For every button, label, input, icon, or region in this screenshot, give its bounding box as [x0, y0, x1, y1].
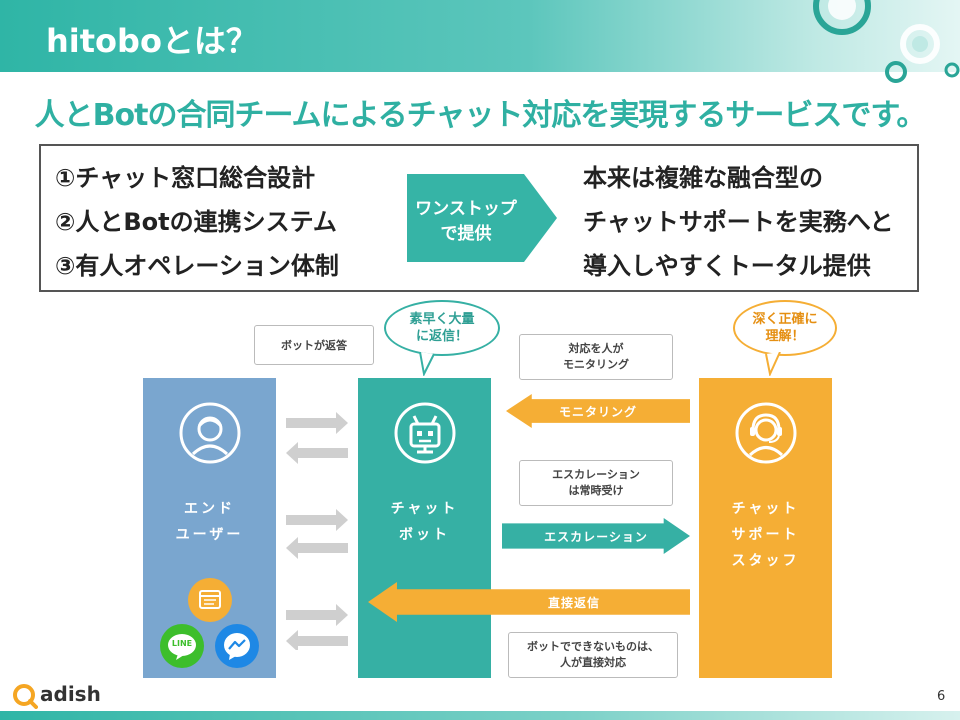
feature-box: ①チャット窓口総合設計 ②人とBotの連携システム ③有人オペレーション体制 ワ… [39, 144, 919, 292]
bot-speech-bubble: 素早く大量 に返信！ [384, 300, 500, 356]
tagline: 人とBotの合同チームによるチャット対応を実現するサービスです。 [34, 98, 927, 133]
staff-bubble-line-2: 理解！ [765, 329, 805, 344]
direct-response-callout: ボットでできないものは、 人が直接対応 [508, 632, 678, 678]
bot-bubble-line-1: 素早く大量 [409, 312, 475, 327]
header-decoration-circles [813, 0, 960, 83]
escalation-callout: エスカレーション は常時受け [519, 460, 673, 506]
header-bar [0, 0, 960, 72]
bot-bubble-line-2: に返信！ [415, 329, 468, 344]
page-title: hitoboとは？ [46, 22, 258, 60]
chatbot-column: チャット ボット [358, 378, 491, 678]
escalation-callout-line-2: は常時受け [568, 484, 624, 497]
monitor-callout-line-1: 対応を人が [568, 342, 624, 355]
result-line-2: チャットサポートを実務へと [583, 208, 894, 236]
monitor-callout: 対応を人が モニタリング [519, 334, 673, 380]
bot-bubble-tail [419, 352, 435, 376]
feature-item-2: ②人とBotの連携システム [55, 208, 337, 236]
one-stop-chevron: ワンストップ で提供 [407, 174, 557, 262]
messenger-icon [215, 624, 259, 668]
end-user-label-2: ユーザー [175, 527, 244, 543]
exchange-arrows [286, 412, 348, 650]
monitoring-arrow-label: モニタリング [558, 405, 637, 419]
line-label: LINE [171, 639, 193, 648]
direct-response-line-1: ボットでできないものは、 [527, 640, 659, 653]
direct-response-line-2: 人が直接対応 [560, 656, 626, 669]
feature-item-3: ③有人オペレーション体制 [55, 252, 339, 280]
end-user-label-1: エンド [184, 501, 235, 517]
footer-bar [0, 711, 960, 720]
headset-operator-icon [735, 402, 797, 464]
chevron-line-2: で提供 [440, 224, 492, 244]
page-number: 6 [937, 689, 946, 704]
chevron-line-1: ワンストップ [415, 199, 517, 219]
staff-speech-bubble: 深く正確に 理解！ [733, 300, 837, 356]
bot-reply-callout: ボットが返答 [254, 325, 374, 365]
result-line-1: 本来は複雑な融合型の [583, 164, 823, 192]
support-staff-column: チャット サポート スタッフ [699, 378, 832, 678]
chatbot-label-2: ボット [399, 527, 450, 543]
staff-label-3: スタッフ [731, 553, 800, 569]
direct-reply-arrow-label: 直接返信 [547, 596, 600, 610]
adish-logo-icon [13, 684, 38, 709]
staff-label-1: チャット [731, 501, 800, 517]
feature-item-1: ①チャット窓口総合設計 [55, 164, 316, 192]
escalation-callout-line-1: エスカレーション [552, 468, 640, 481]
monitoring-arrow: モニタリング [506, 394, 690, 428]
chatbot-label-1: チャット [390, 501, 459, 517]
result-line-3: 導入しやすくトータル提供 [583, 252, 871, 280]
staff-bubble-tail [765, 352, 781, 376]
line-icon: LINE [160, 624, 204, 668]
staff-label-2: サポート [731, 527, 800, 543]
staff-bubble-line-1: 深く正確に [752, 312, 818, 327]
web-chat-icon [188, 578, 232, 622]
monitor-callout-line-2: モニタリング [563, 358, 629, 371]
direct-reply-arrow: 直接返信 [368, 582, 690, 622]
escalation-arrow-label: エスカレーション [544, 530, 648, 544]
end-user-column: エンド ユーザー LINE [143, 378, 276, 678]
robot-icon [394, 402, 456, 464]
brand-name: adish [40, 682, 101, 706]
user-icon [179, 402, 241, 464]
escalation-arrow: エスカレーション [502, 518, 690, 554]
